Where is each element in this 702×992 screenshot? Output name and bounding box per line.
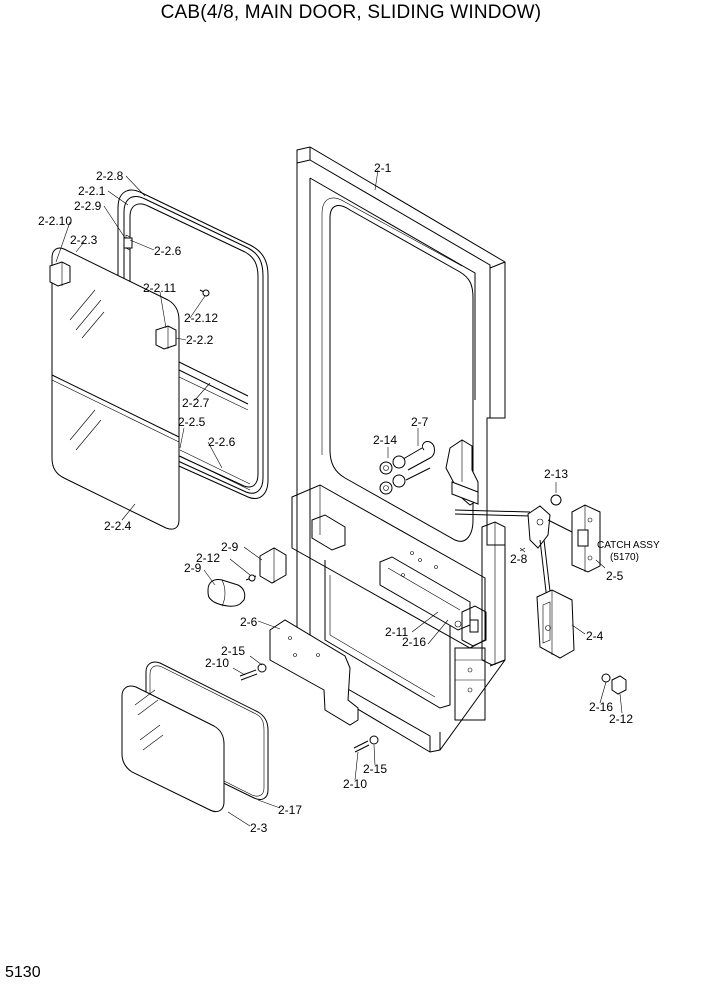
callout-2-10-left: 2-10 (205, 656, 229, 670)
callout-catch-assy: CATCH ASSY (597, 540, 660, 551)
door-inner-panel (291, 484, 506, 721)
callout-2-2-1: 2-2.1 (78, 184, 106, 198)
callout-2-2-5: 2-2.5 (178, 415, 206, 429)
callout-2-6: 2-6 (240, 615, 258, 629)
callout-2-2-9: 2-2.9 (74, 199, 102, 213)
callout-2-7: 2-7 (411, 415, 429, 429)
sliding-glass-pane (49, 247, 180, 530)
callout-2-2-11: 2-2.11 (143, 281, 176, 295)
callout-2-16-right: 2-16 (589, 700, 613, 714)
sliding-window-frame (117, 189, 269, 499)
callout-2-3: 2-3 (250, 821, 268, 835)
callout-2-2-6-upper: 2-2.6 (154, 244, 182, 258)
callout-2-10-bottom: 2-10 (343, 777, 367, 791)
callout-2-2-7: 2-2.7 (182, 396, 210, 410)
callout-2-2-6-lower: 2-2.6 (208, 435, 236, 449)
page-number: 5130 (5, 964, 41, 981)
callout-2-15-left: 2-15 (221, 644, 245, 658)
callout-2-4: 2-4 (586, 629, 604, 643)
callout-2-2-10: 2-2.10 (38, 214, 72, 228)
callout-2-11: 2-11 (385, 625, 408, 639)
callout-2-9-upper: 2-9 (221, 540, 239, 554)
leader-lines (55, 169, 623, 827)
dome-lamps (207, 547, 287, 607)
callout-2-17: 2-17 (278, 803, 302, 817)
callout-2-5: 2-5 (606, 569, 624, 583)
callout-2-15-bottom: 2-15 (363, 762, 387, 776)
callout-2-2-2: 2-2.2 (186, 333, 214, 347)
callout-2-2-12: 2-2.12 (184, 311, 218, 325)
door-handle-lever (379, 439, 583, 601)
callout-2-9-lower: 2-9 (184, 561, 202, 575)
callout-catch-assy-ref: (5170) (610, 552, 639, 563)
door-frame (296, 146, 506, 753)
callout-2-14: 2-14 (373, 433, 397, 447)
callout-2-2-8: 2-2.8 (96, 169, 124, 183)
lower-window (121, 661, 269, 813)
callout-2-13: 2-13 (544, 467, 568, 481)
callout-2-1: 2-1 (374, 161, 392, 175)
catch-assy (550, 494, 601, 573)
callout-2-16-mid: 2-16 (402, 635, 426, 649)
page-title: CAB(4/8, MAIN DOOR, SLIDING WINDOW) (160, 2, 542, 23)
callout-2-2-3: 2-2.3 (70, 233, 98, 247)
callout-2-12-right: 2-12 (609, 712, 633, 726)
cover-plate (269, 619, 359, 726)
callout-2-8: 2-8 (510, 552, 528, 566)
inside-handle (536, 589, 575, 659)
callout-2-2-4: 2-2.4 (104, 519, 132, 533)
hardware-bolts (239, 574, 627, 753)
callout-2-12-lamp: 2-12 (196, 551, 220, 565)
